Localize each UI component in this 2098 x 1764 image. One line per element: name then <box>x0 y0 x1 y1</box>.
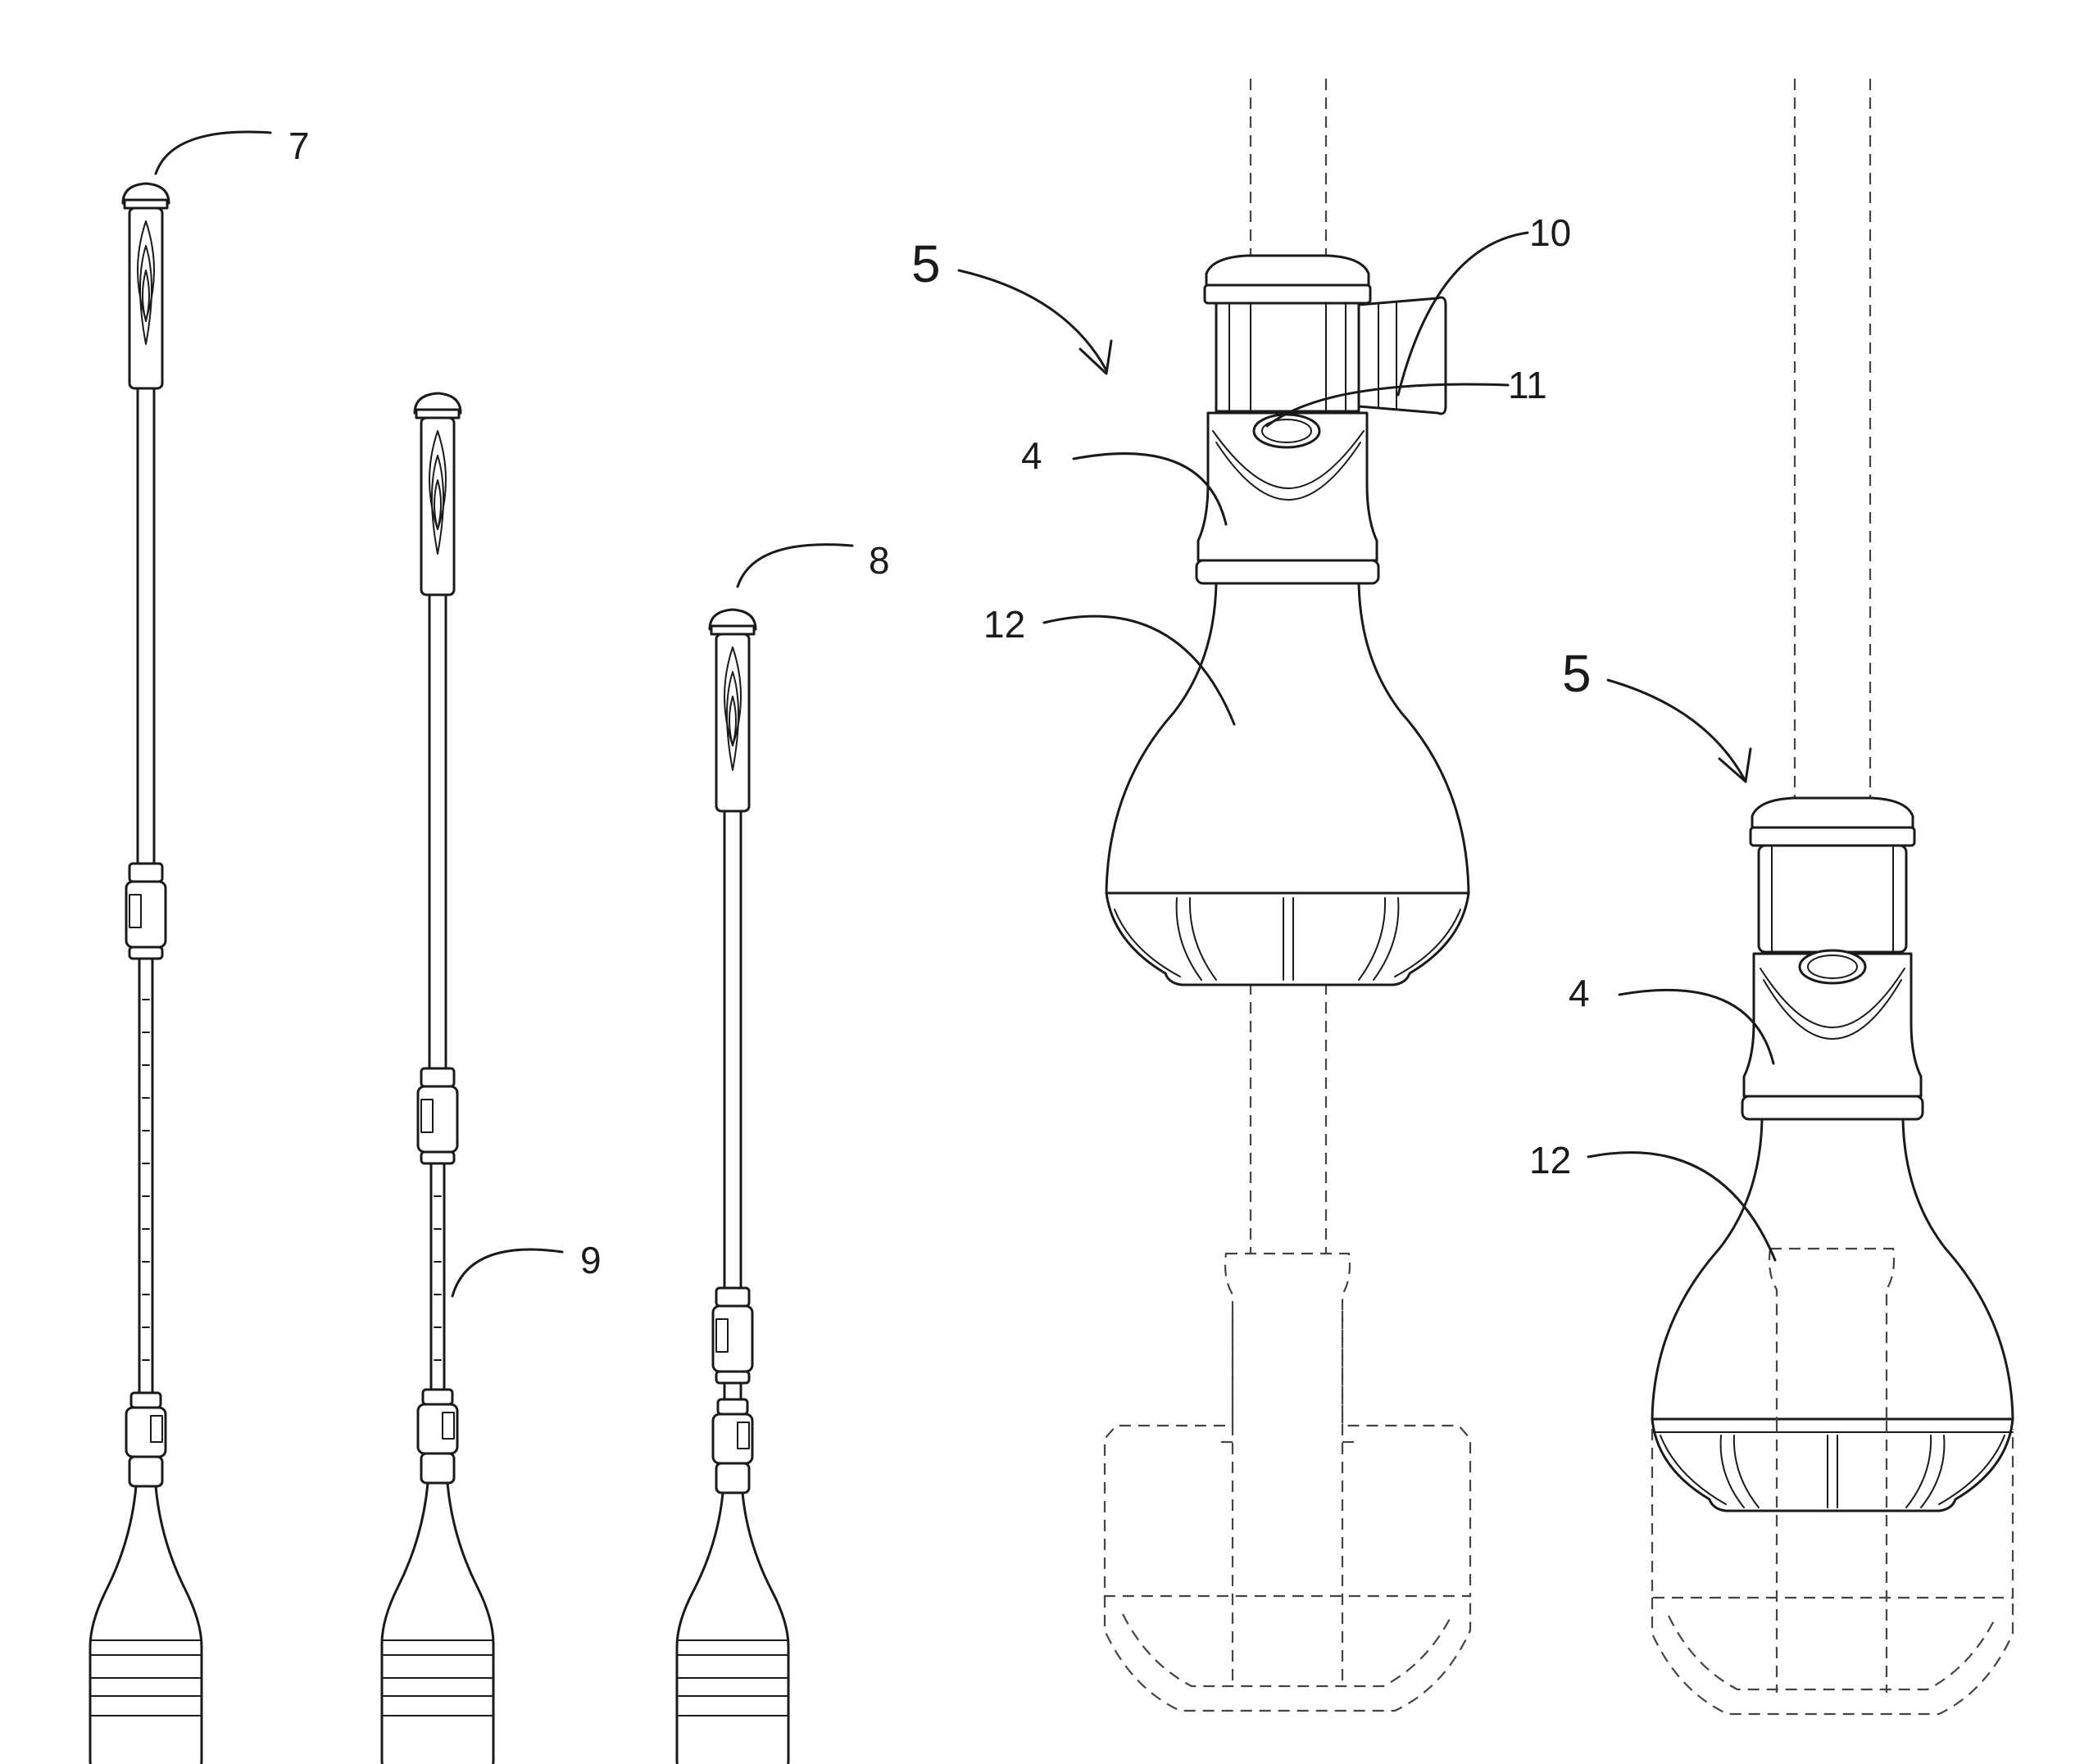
collar-assembly-b <box>1652 79 2013 1714</box>
label-12b: 12 <box>1529 1139 1571 1181</box>
label-5a: 5 <box>911 234 941 293</box>
pole-mid <box>382 393 493 1764</box>
label-7: 7 <box>288 125 310 167</box>
label-10: 10 <box>1529 211 1571 254</box>
label-9: 9 <box>580 1239 602 1281</box>
label-4a: 4 <box>1021 434 1042 477</box>
label-4b: 4 <box>1569 972 1590 1014</box>
collar-assembly-a <box>1105 79 1470 1711</box>
pole-long <box>90 184 202 1764</box>
label-5b: 5 <box>1562 644 1592 703</box>
label-12a: 12 <box>983 603 1025 646</box>
pole-short <box>677 610 788 1764</box>
label-11: 11 <box>1508 364 1547 406</box>
label-8: 8 <box>869 539 890 582</box>
